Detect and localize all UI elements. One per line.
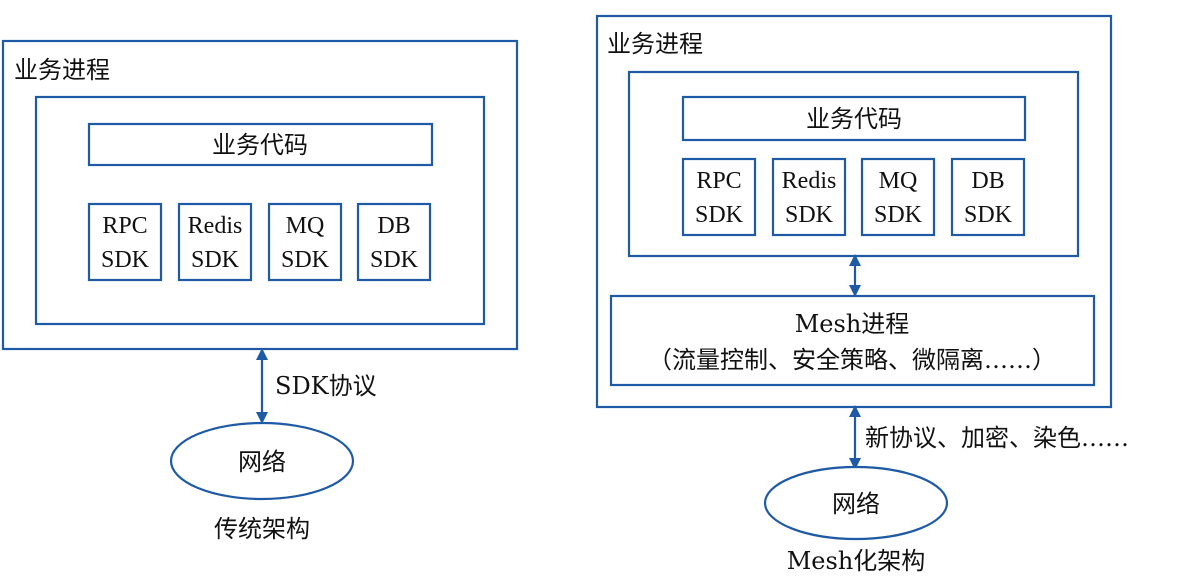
right-db-sdk-box xyxy=(950,157,1026,237)
left-business-code-label: 业务代码 xyxy=(212,131,308,159)
left-business-code-box xyxy=(87,122,434,167)
right-rpc-sdk-line2: SDK xyxy=(695,202,744,228)
traditional-architecture: 业务进程 业务代码 RPC SDK Redis SDK MQ SDK DB SD… xyxy=(1,39,519,543)
left-mq-sdk-line2: SDK xyxy=(281,247,330,273)
right-mq-sdk-line1: MQ xyxy=(879,168,918,194)
right-network-label: 网络 xyxy=(832,490,880,518)
left-redis-sdk-line1: Redis xyxy=(188,213,243,239)
right-redis-sdk-box xyxy=(771,157,847,237)
right-db-sdk-line1: DB xyxy=(971,168,1004,194)
right-protocol-label: 新协议、加密、染色…… xyxy=(865,424,1129,452)
right-redis-sdk-line1: Redis xyxy=(782,168,837,194)
left-redis-sdk-line2: SDK xyxy=(191,247,240,273)
right-rpc-sdk-box xyxy=(681,157,757,237)
right-business-code-box xyxy=(681,95,1027,142)
right-network-ellipse xyxy=(763,465,949,541)
left-db-sdk-line1: DB xyxy=(377,213,410,239)
mesh-architecture: 业务进程 业务代码 RPC SDK Redis SDK MQ SDK DB SD… xyxy=(595,14,1129,575)
left-business-process-label: 业务进程 xyxy=(14,56,110,84)
right-rpc-sdk-line1: RPC xyxy=(696,168,741,194)
left-db-sdk-box xyxy=(356,202,432,282)
left-network-label: 网络 xyxy=(238,448,286,476)
left-redis-sdk-box xyxy=(177,202,253,282)
mesh-process-subtitle: （流量控制、安全策略、微隔离……） xyxy=(648,346,1056,374)
left-rpc-sdk-line1: RPC xyxy=(102,213,147,239)
left-rpc-sdk-box xyxy=(87,202,163,282)
left-network-ellipse xyxy=(169,421,355,501)
left-caption: 传统架构 xyxy=(214,515,310,543)
mesh-process-title: Mesh进程 xyxy=(795,310,910,338)
left-mq-sdk-line1: MQ xyxy=(286,213,325,239)
right-redis-sdk-line2: SDK xyxy=(785,202,834,228)
mesh-process-box xyxy=(609,294,1096,387)
right-business-process-label: 业务进程 xyxy=(607,30,703,58)
right-mq-sdk-line2: SDK xyxy=(874,202,923,228)
right-caption: Mesh化架构 xyxy=(787,547,926,575)
right-db-sdk-line2: SDK xyxy=(964,202,1013,228)
right-mq-sdk-box xyxy=(860,157,936,237)
left-mq-sdk-box xyxy=(267,202,343,282)
left-db-sdk-line2: SDK xyxy=(370,247,419,273)
left-rpc-sdk-line2: SDK xyxy=(101,247,150,273)
left-protocol-label: SDK协议 xyxy=(275,372,377,400)
right-business-code-label: 业务代码 xyxy=(806,105,902,133)
